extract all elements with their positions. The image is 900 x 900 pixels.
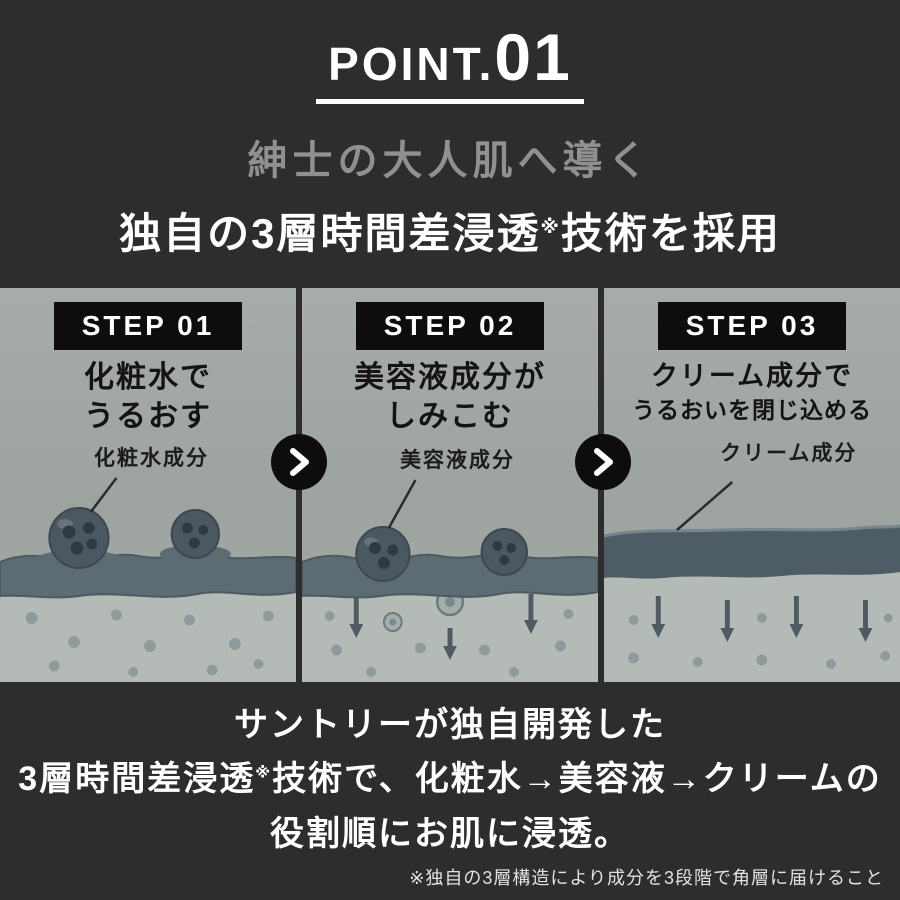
seal-arrows bbox=[651, 596, 873, 642]
steps-section: STEP 01 化粧水で うるおす 化粧水成分 bbox=[0, 288, 900, 682]
next-arrow-icon bbox=[575, 434, 631, 490]
skin-interior-dots bbox=[628, 613, 893, 669]
step-title-line2: うるおす bbox=[84, 400, 212, 433]
absorb-arrows bbox=[349, 594, 538, 660]
skin-interior-dots bbox=[324, 609, 574, 677]
component-label: 美容液成分 bbox=[400, 449, 515, 472]
component-label: 化粧水成分 bbox=[94, 447, 209, 470]
step-title-line1: 美容液成分が bbox=[354, 361, 546, 394]
skin-illustration-lotion bbox=[0, 477, 296, 682]
footer-line-2-asterisk: ※ bbox=[255, 765, 273, 783]
chevron-right-icon bbox=[290, 448, 309, 476]
header-section: POINT. 01 紳士の大人肌へ導く 独自の3層時間差浸透※技術を採用 bbox=[0, 0, 900, 288]
headline: 独自の3層時間差浸透※技術を採用 bbox=[119, 200, 781, 261]
step-panel-2: STEP 02 美容液成分が しみこむ 美容液成分 bbox=[302, 288, 598, 682]
step-title-line1: クリーム成分で bbox=[650, 361, 854, 391]
footer-section: サントリーが独自開発した 3層時間差浸透※技術で、化粧水→美容液→クリームの 役… bbox=[0, 682, 900, 900]
skin-interior bbox=[604, 560, 900, 682]
skin-interior-dots bbox=[25, 609, 274, 677]
headline-asterisk: ※ bbox=[540, 217, 561, 238]
skin-surface bbox=[302, 553, 598, 599]
footnote: ※独自の3層構造により成分を3段階で角層に届けること bbox=[409, 868, 884, 888]
point-label: POINT. bbox=[328, 38, 495, 90]
step-panel-3: STEP 03 クリーム成分で うるおいを閉じ込める クリーム成分 bbox=[604, 288, 900, 682]
step-title-line2: うるおいを閉じ込める bbox=[632, 397, 872, 424]
chevron-right-icon bbox=[594, 448, 613, 476]
next-arrow-icon bbox=[271, 434, 327, 490]
step-illustration-area: 化粧水成分 bbox=[0, 436, 296, 682]
cream-layer bbox=[604, 524, 900, 579]
label-leader-line bbox=[387, 479, 417, 529]
point-heading: POINT. 01 bbox=[316, 20, 584, 104]
step-badge: STEP 01 bbox=[53, 302, 243, 350]
step-illustration-area: 美容液成分 bbox=[302, 436, 598, 682]
step-title: クリーム成分で うるおいを閉じ込める bbox=[632, 358, 872, 427]
step-title: 美容液成分が しみこむ bbox=[354, 358, 546, 436]
label-leader-line bbox=[676, 481, 734, 531]
step-illustration-area: クリーム成分 bbox=[604, 427, 900, 682]
footer-line-2-tail: 技術で、化粧水→美容液→クリームの bbox=[272, 760, 882, 799]
lotion-droplets bbox=[31, 507, 231, 574]
step-title: 化粧水で うるおす bbox=[84, 358, 212, 436]
skin-illustration-serum bbox=[302, 479, 598, 682]
step-title-line1: 化粧水で bbox=[84, 361, 212, 394]
footer-line-1: サントリーが独自開発した bbox=[234, 706, 666, 744]
step-badge: STEP 02 bbox=[355, 302, 545, 350]
step-title-line2: しみこむ bbox=[386, 400, 514, 433]
skin-illustration-cream bbox=[604, 481, 900, 682]
component-label: クリーム成分 bbox=[720, 441, 858, 465]
step-badge: STEP 03 bbox=[657, 302, 847, 350]
serum-droplets bbox=[355, 526, 528, 582]
headline-tail: 技術を採用 bbox=[560, 210, 781, 257]
label-leader-line bbox=[89, 477, 118, 513]
point-number: 01 bbox=[494, 20, 572, 94]
footer-line-3: 役割順にお肌に浸透。 bbox=[270, 814, 630, 853]
footer-line-2: 3層時間差浸透※技術で、化粧水→美容液→クリームの bbox=[18, 752, 881, 806]
headline-main: 独自の3層時間差浸透 bbox=[119, 210, 541, 257]
subtitle: 紳士の大人肌へ導く bbox=[247, 139, 653, 183]
footer-line-2-main: 3層時間差浸透 bbox=[18, 760, 256, 799]
step-panel-1: STEP 01 化粧水で うるおす 化粧水成分 bbox=[0, 288, 296, 682]
